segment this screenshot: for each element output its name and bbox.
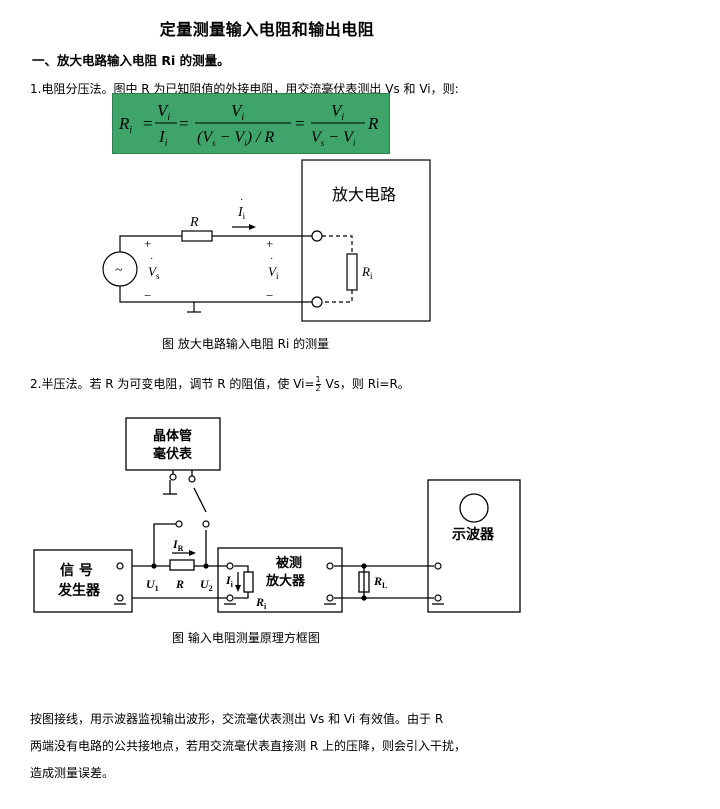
scope-ground-terminal (434, 594, 442, 602)
amplifier-label: 放大电路 (332, 185, 396, 204)
t1-num: Vi (157, 101, 170, 123)
rl-label: RL (373, 574, 387, 590)
ir-label: IR (172, 537, 184, 553)
input-terminal-top (311, 230, 323, 242)
amp-label-2: 放大器 (265, 573, 306, 589)
wire-top-left (119, 235, 182, 252)
amp-out-terminal (326, 562, 334, 570)
resistor-ri (243, 571, 254, 593)
t3-den: Vs − Vi (311, 129, 356, 148)
vs-plus: + (144, 236, 151, 251)
vi-label: Vi (268, 264, 279, 281)
section-heading-input-resistance: 一、放大电路输入电阻 Ri 的测量。 (32, 53, 230, 68)
ii-dot: · (240, 195, 243, 206)
junction-u2 (203, 563, 209, 569)
equals-sign-3: = (295, 114, 305, 133)
vs-label: Vs (148, 264, 160, 281)
input-terminal-bottom (311, 296, 323, 308)
u2-label: U2 (200, 577, 213, 593)
formula-box: Ri = Vi Ii = Vi (Vs − Vi) / R = Vi Vs − … (112, 93, 390, 154)
wire-bottom (119, 286, 312, 303)
resistor-rl (358, 571, 370, 593)
junction-rl-top (361, 563, 367, 569)
meter-label-1: 晶体管 (153, 428, 192, 444)
formula-lhs: Ri (118, 114, 132, 136)
formula-svg: Ri = Vi Ii = Vi (Vs − Vi) / R = Vi Vs − … (118, 101, 379, 149)
method1-text: 1.电阻分压法。图中 R 为已知阻值的外接电阻，用交流毫伏表测出 Vs 和 Vi… (30, 82, 459, 96)
figure1-caption: 图 放大电路输入电阻 Ri 的测量 (162, 337, 330, 351)
oscilloscope-box (427, 479, 521, 613)
signal-generator-box (33, 549, 133, 613)
amplifier-box (301, 159, 431, 322)
scope-label: 示波器 (452, 526, 495, 543)
paragraph-line-1: 按图接线，用示波器监视输出波形，交流毫伏表测出 Vs 和 Vi 有效值。由于 R (30, 712, 444, 726)
oscilloscope-screen (459, 493, 489, 523)
paragraph-line-3: 造成测量误差。 (30, 766, 115, 780)
u1-switch-terminal (175, 520, 183, 528)
gen-out-terminal (116, 562, 124, 570)
r-label: R (189, 215, 199, 230)
vi-plus: + (266, 236, 273, 251)
wire-ri-top (234, 565, 249, 572)
t2-num: Vi (231, 101, 244, 123)
amp-label-1: 被测 (275, 555, 302, 571)
t3-num: Vi (331, 101, 344, 123)
amp-in-terminal (226, 562, 234, 570)
ii-arrowhead (235, 585, 241, 592)
figure1-circuit: ~ 放大电路 R Ii · + − Vs · + − Vi · Ri (102, 159, 431, 322)
equals-sign-1: = (143, 114, 153, 133)
gen-ground-terminal (116, 594, 124, 602)
ri-label: Ri (255, 595, 267, 611)
u2-switch-terminal (202, 520, 210, 528)
gen-label-1: 信 号 (60, 562, 93, 579)
t1-den: Ii (158, 127, 168, 149)
resistor-ri (346, 253, 358, 291)
ir-arrowhead (189, 550, 196, 556)
equals-sign-2: = (179, 114, 189, 133)
figure2-caption: 图 输入电阻测量原理方框图 (172, 631, 320, 645)
meter-terminal-2 (188, 475, 196, 483)
current-arrowhead (249, 224, 256, 230)
junction-rl-bottom (361, 595, 367, 601)
t3-tail: R (367, 114, 379, 133)
vs-minus: − (144, 288, 151, 303)
scope-in-terminal (434, 562, 442, 570)
source-tilde: ~ (115, 263, 123, 278)
wire-ri-bottom (234, 592, 249, 599)
switch-blade (193, 487, 207, 513)
amp-in-ground-terminal (226, 594, 234, 602)
millivoltmeter-box (125, 417, 221, 471)
vi-dot: · (270, 254, 273, 265)
gen-label-2: 发生器 (57, 582, 101, 599)
paragraph-line-2: 两端没有电路的公共接地点，若用交流毫伏表直接测 R 上的压降，则会引入干扰， (30, 739, 466, 753)
vi-minus: − (266, 288, 273, 303)
vs-dot: · (150, 254, 153, 265)
page-title: 定量测量输入电阻和输出电阻 (159, 20, 375, 39)
meter-terminal-1 (169, 473, 177, 481)
ii-label: Ii (225, 573, 234, 589)
resistor-r (181, 230, 213, 242)
amplifier-under-test-box (217, 547, 343, 613)
wire-u1-tap (153, 523, 176, 566)
r-label: R (175, 577, 184, 591)
junction-u1 (151, 563, 157, 569)
ii-label: Ii (237, 205, 246, 221)
resistor-r (169, 559, 195, 571)
amp-out-ground-terminal (326, 594, 334, 602)
figure2-block-diagram: 晶体管 毫伏表 信 号 发生器 被测 放大器 示波器 IR U1 R U2 Ii… (33, 417, 521, 613)
meter-label-2: 毫伏表 (153, 446, 193, 462)
dashed-lead-top (322, 235, 353, 254)
u1-label: U1 (146, 577, 159, 593)
t2-den: (Vs − Vi) / R (197, 129, 274, 148)
ri-label: Ri (361, 264, 373, 281)
dashed-lead-bottom (322, 290, 353, 303)
